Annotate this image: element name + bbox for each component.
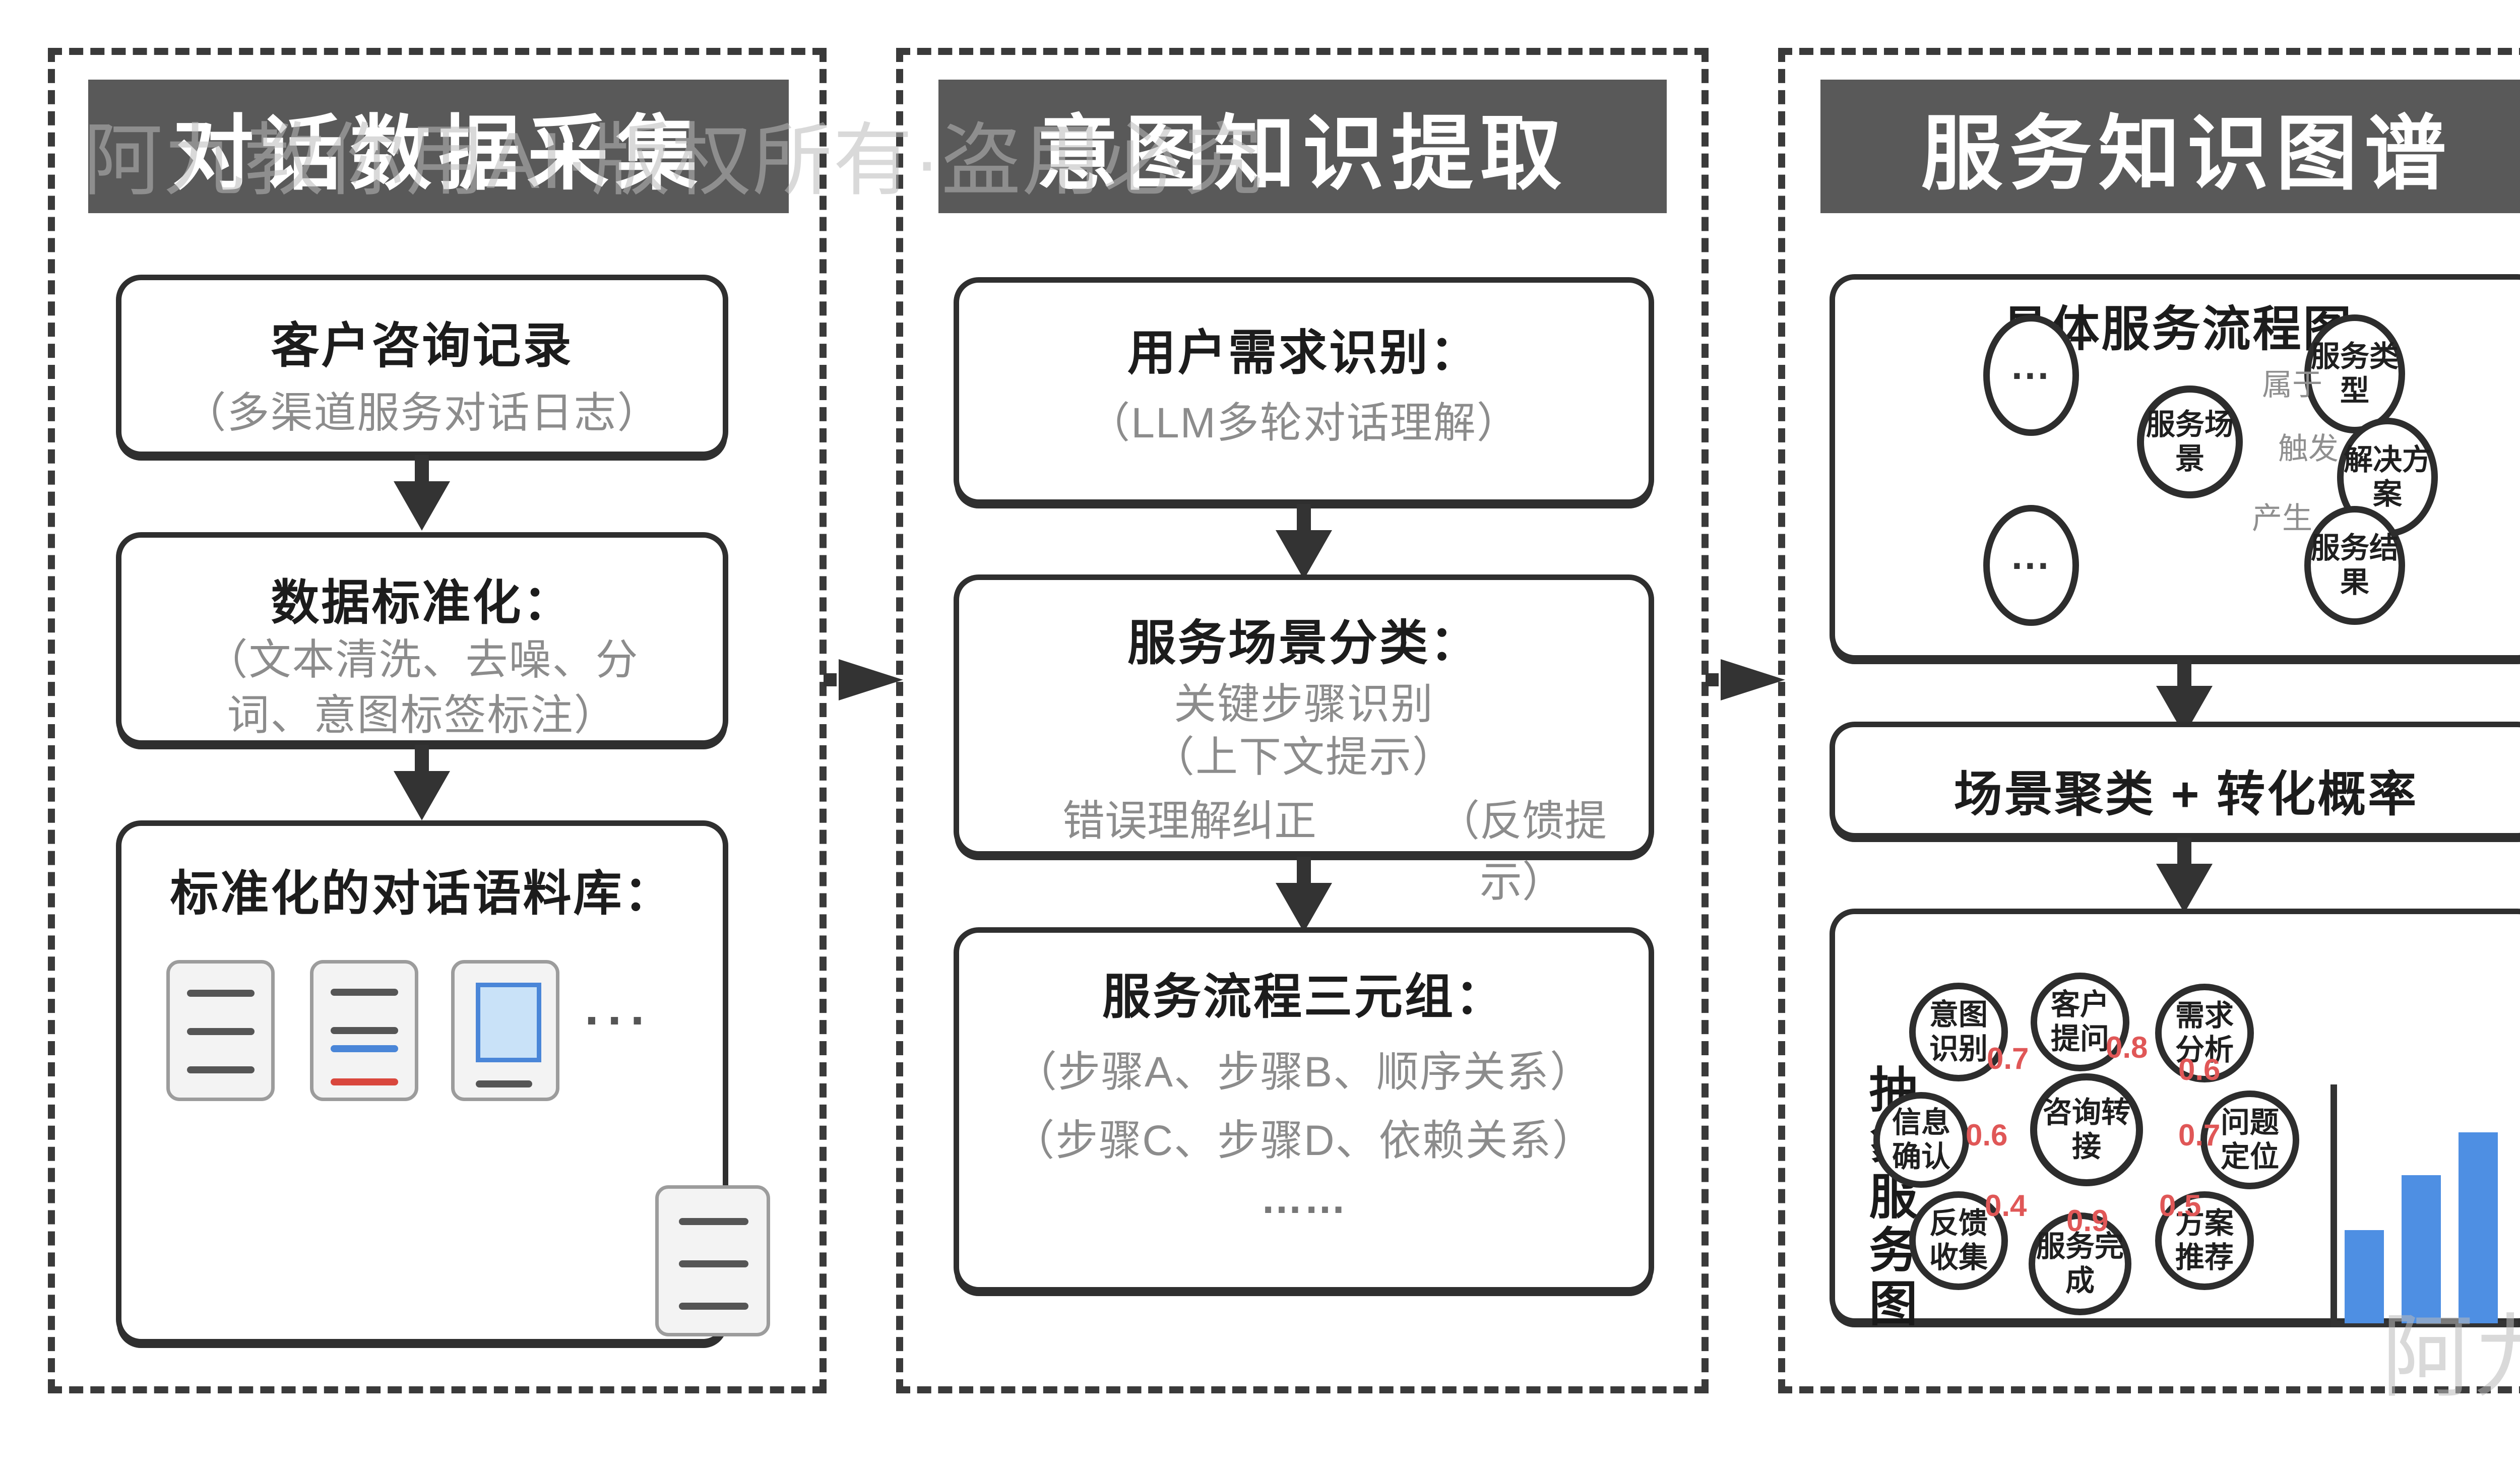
p2-box2-title: 服务场景分类：: [1127, 616, 1480, 670]
p2-box3-line1: （步骤A、步骤B、顺序关系）: [1014, 1048, 1594, 1096]
panel-intent-knowledge-extraction: [896, 48, 1709, 1393]
arrow-down-icon: [1276, 857, 1332, 932]
arrow-down-icon: [394, 745, 450, 820]
panel-dialogue-data-collection: [48, 48, 827, 1393]
box-user-demand-recognition: [954, 277, 1654, 505]
edge-weight: 0.7: [1987, 1042, 2029, 1075]
box1-sub: （多渠道服务对话日志）: [183, 389, 661, 436]
box-service-scene-classification: [954, 574, 1654, 857]
arrow-down-icon: [1276, 504, 1332, 580]
box1-title: 客户咨询记录: [271, 319, 574, 373]
p2-box3-line2: （步骤C、步骤D、依赖关系）: [1012, 1117, 1596, 1164]
box-data-standardization: [116, 532, 728, 746]
panel-service-knowledge-graph: [1778, 48, 2520, 1393]
p2-box3-ellipsis: ……: [1261, 1175, 1347, 1222]
edge-weight: 0.7: [2178, 1118, 2221, 1152]
graph-node-service-scene: 服务场景: [2137, 386, 2243, 498]
edge-weight: 0.5: [2159, 1189, 2201, 1223]
p2-box2-row-left: 错误理解纠正: [1062, 797, 1316, 845]
edge-weight: 0.8: [2106, 1031, 2148, 1064]
panel1-header: 对话数据采集: [88, 80, 789, 213]
graph-node-ellipsis: ···: [1983, 505, 2079, 626]
hub-node-info-confirm: 信息确认: [1873, 1092, 1969, 1188]
hub-node-problem-locating: 问题定位: [2200, 1091, 2299, 1189]
arrow-down-icon: [394, 455, 450, 531]
ellipsis-dots: ···: [585, 992, 653, 1049]
p2-box2-line2: （上下文提示）: [1152, 733, 1456, 781]
edge-label-triggers: 触发: [2278, 432, 2339, 466]
p2-box2-line1: 关键步骤识别: [1173, 680, 1434, 728]
panel3-title: 服务知识图谱: [1921, 108, 2453, 200]
edge-weight: 0.6: [1966, 1118, 2008, 1152]
box3-title: 标准化的对话语料库：: [170, 867, 674, 921]
chart-bar: [2402, 1175, 2441, 1323]
arrow-down-icon: [2156, 838, 2213, 913]
graph-node-service-result: 服务结果: [2304, 506, 2405, 625]
p2-box2-row-right: （反馈提示）: [1437, 797, 1607, 906]
document-icon: [655, 1185, 770, 1336]
document-icon: [310, 960, 418, 1101]
box-customer-consult-records: [116, 275, 728, 457]
document-icon: [166, 960, 275, 1101]
p3-box1-title: 具体服务流程图:: [2000, 302, 2372, 356]
hub-node-consult-transfer: 咨询转接: [2030, 1073, 2143, 1186]
panel1-title: 对话数据采集: [172, 108, 705, 200]
p2-box3-title: 服务流程三元组：: [1102, 970, 1505, 1024]
panel3-header: 服务知识图谱: [1820, 80, 2520, 213]
chart-bar: [2459, 1132, 2498, 1323]
p3-box2-title: 场景聚类 + 转化概率: [1954, 767, 2419, 821]
box2-line1: （文本清洗、去噪、分: [205, 636, 639, 683]
arrow-right-icon: [824, 659, 903, 700]
p2-box1-sub: （LLM多轮对话理解）: [1088, 399, 1520, 446]
edge-label-belongs-to: 属于: [2262, 368, 2322, 402]
document-image-icon: [451, 960, 559, 1101]
edge-weight: 0.9: [2066, 1204, 2109, 1238]
box2-title: 数据标准化：: [271, 576, 574, 630]
edge-label-produces: 产生: [2252, 501, 2312, 535]
edge-weight: 0.4: [1985, 1189, 2027, 1223]
box2-line2: 词、意图标签标注）: [227, 691, 617, 739]
chart-y-axis: [2330, 1084, 2337, 1327]
panel2-header: 意图知识提取: [938, 80, 1667, 213]
box-scene-clustering: [1830, 722, 2520, 839]
arrow-right-icon: [1706, 659, 1785, 700]
edge-weight: 0.6: [2178, 1053, 2221, 1086]
box-service-flow-triples: [954, 927, 1654, 1293]
graph-node-ellipsis: ···: [1983, 315, 2079, 436]
panel2-title: 意图知识提取: [1036, 108, 1569, 200]
p2-box1-title: 用户需求识别：: [1127, 326, 1480, 380]
chart-bar: [2345, 1230, 2384, 1323]
